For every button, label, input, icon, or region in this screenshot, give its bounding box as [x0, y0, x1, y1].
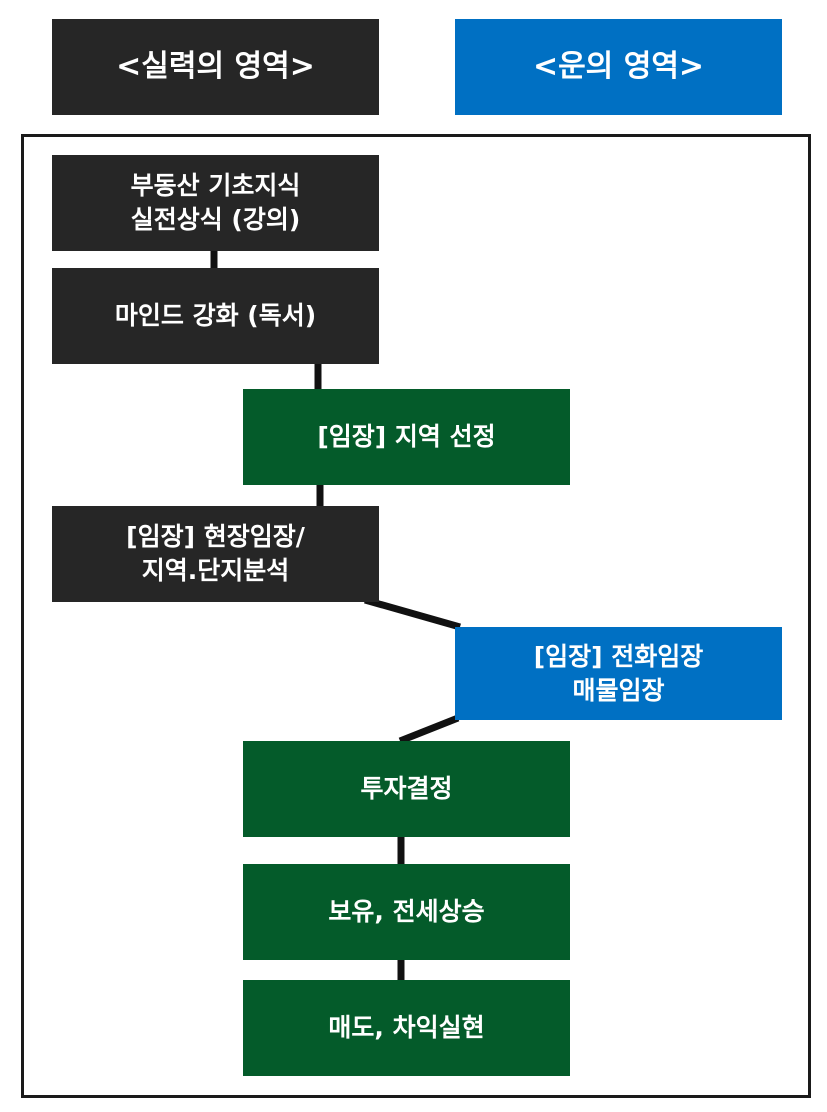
- diagram-frame: [21, 134, 811, 1098]
- step-phone-survey: [임장] 전화임장 매물임장: [455, 627, 782, 720]
- connector-field-phone: [364, 596, 461, 631]
- luck-area-header-label: <운의 영역>: [532, 49, 705, 84]
- connector-phone-decision: [398, 714, 460, 745]
- step-mindset: 마인드 강화 (독서): [52, 268, 379, 364]
- step-sell: 매도, 차익실현: [243, 980, 570, 1076]
- step-field-line1: [임장] 현장임장/: [126, 522, 305, 551]
- skill-area-header: <실력의 영역>: [52, 19, 379, 115]
- step-investment-decision: 투자결정: [243, 741, 570, 837]
- step-basics: 부동산 기초지식 실전상식 (강의): [52, 155, 379, 251]
- step-mindset-line1: 마인드 강화 (독서): [114, 301, 317, 330]
- step-field-line2: 지역.단지분석: [141, 556, 290, 585]
- step-hold: 보유, 전세상승: [243, 864, 570, 960]
- step-phone-line2: 매물임장: [572, 675, 665, 705]
- step-region-line1: [임장] 지역 선정: [317, 422, 496, 451]
- step-basics-line2: 실전상식 (강의): [130, 205, 301, 234]
- skill-area-header-label: <실력의 영역>: [116, 49, 315, 84]
- step-sell-line1: 매도, 차익실현: [328, 1013, 485, 1042]
- step-basics-line1: 부동산 기초지식: [130, 171, 301, 200]
- step-decision-line1: 투자결정: [360, 774, 453, 803]
- step-region-selection: [임장] 지역 선정: [243, 389, 570, 485]
- step-phone-line1: [임장] 전화임장: [533, 641, 704, 671]
- luck-area-header: <운의 영역>: [455, 19, 782, 115]
- step-field-analysis: [임장] 현장임장/ 지역.단지분석: [52, 506, 379, 602]
- step-hold-line1: 보유, 전세상승: [328, 897, 485, 926]
